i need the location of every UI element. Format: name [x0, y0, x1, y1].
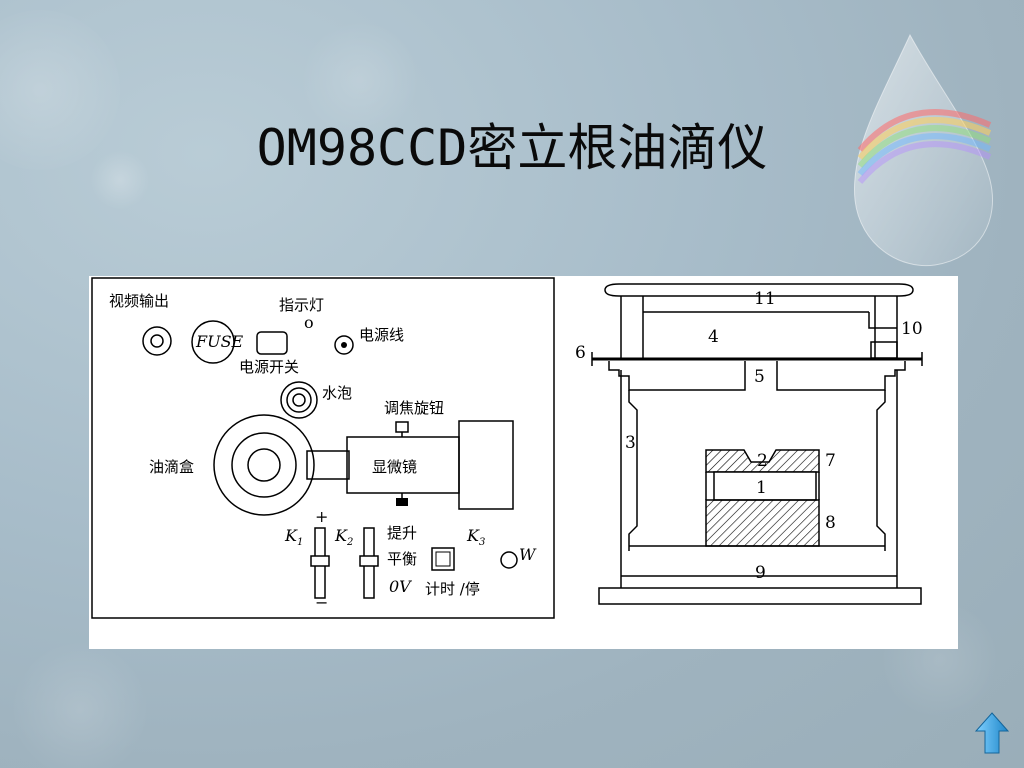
k2-switch-lever[interactable] — [359, 555, 379, 567]
background-bubble — [300, 20, 420, 140]
w-button[interactable] — [500, 551, 518, 569]
power-switch-label: 电源开关 — [239, 358, 299, 376]
k1-switch-lever[interactable] — [310, 555, 330, 567]
label-8: 8 — [825, 513, 836, 533]
k1-minus-label: − — [315, 593, 328, 612]
background-bubble — [10, 640, 150, 768]
indicator-light-label: 指示灯 — [279, 296, 324, 314]
power-cord-socket — [334, 335, 354, 355]
timer-stop-label: 计时 /停 — [425, 580, 480, 598]
bubble-level-label: 水泡 — [322, 384, 352, 402]
right-electrode-block — [776, 361, 906, 391]
oil-box-outer — [213, 414, 315, 516]
label-11: 11 — [754, 289, 776, 309]
apparatus-figure: 视频输出 FUSE 指示灯 o 电源开关 电源线 水泡 调焦旋钮 — [89, 276, 958, 649]
slide-title: OM98CCD密立根油滴仪 — [256, 119, 768, 177]
video-output-jack-inner — [150, 334, 164, 348]
video-output-label: 视频输出 — [109, 292, 169, 310]
part-10 — [868, 312, 897, 329]
k3-button[interactable] — [431, 547, 455, 571]
bubble-level-center — [292, 393, 306, 407]
base-plate — [598, 587, 922, 605]
top-view-frame — [91, 277, 555, 619]
k3-label: K3 — [466, 526, 485, 548]
focus-knob-top — [395, 421, 409, 433]
indicator-light-dot: o — [304, 313, 314, 332]
oil-box-inner — [247, 448, 281, 482]
power-switch — [256, 331, 288, 355]
part-8-base — [705, 499, 820, 547]
left-side-wall — [628, 390, 638, 551]
apparatus-diagrams: 视频输出 FUSE 指示灯 o 电源开关 电源线 水泡 调焦旋钮 — [91, 277, 923, 619]
microscope-eyepiece — [306, 450, 350, 480]
fuse-holder — [191, 320, 235, 364]
rainbow-drop-decoration — [853, 33, 994, 267]
video-output-jack — [142, 326, 172, 356]
left-electrode-block — [608, 361, 746, 391]
label-9: 9 — [755, 563, 766, 583]
label-1: 1 — [756, 478, 767, 498]
balance-label: 平衡 — [387, 550, 417, 568]
k1-label: K1 — [284, 526, 303, 548]
label-2: 2 — [757, 451, 768, 471]
label-10: 10 — [901, 319, 923, 339]
bubble-level — [280, 381, 318, 419]
focus-knob-label: 调焦旋钮 — [384, 399, 444, 417]
label-5: 5 — [754, 367, 765, 387]
label-7: 7 — [825, 451, 836, 471]
oil-box-middle — [231, 432, 297, 498]
camera-head — [458, 420, 514, 510]
k1-plus-label: + — [315, 507, 328, 526]
power-cord-label: 电源线 — [359, 326, 404, 344]
cross-section-numbers: 11 4 10 6 5 3 2 7 1 8 9 — [575, 289, 923, 583]
k2-label: K2 — [334, 526, 353, 548]
focus-knob-bottom — [396, 498, 408, 506]
label-6: 6 — [575, 343, 586, 363]
background-bubble — [90, 150, 150, 210]
bubble-level-ring — [286, 387, 312, 413]
zero-volt-label: 0V — [389, 577, 412, 596]
power-cord-socket-pin — [341, 342, 347, 348]
k3-button-inner — [435, 551, 451, 567]
fuse-label: FUSE — [195, 332, 244, 351]
microscope-label: 显微镜 — [372, 458, 417, 476]
oil-box-label: 油滴盒 — [149, 458, 194, 476]
lift-label: 提升 — [387, 524, 417, 542]
label-4: 4 — [708, 327, 719, 347]
top-view-diagram: 视频输出 FUSE 指示灯 o 电源开关 电源线 水泡 调焦旋钮 — [91, 277, 555, 619]
top-cover — [604, 283, 914, 297]
up-arrow-icon[interactable] — [974, 711, 1010, 755]
w-label: W — [519, 545, 537, 564]
cross-section-diagram — [591, 283, 923, 605]
label-3: 3 — [625, 433, 636, 453]
right-side-wall — [876, 390, 886, 551]
